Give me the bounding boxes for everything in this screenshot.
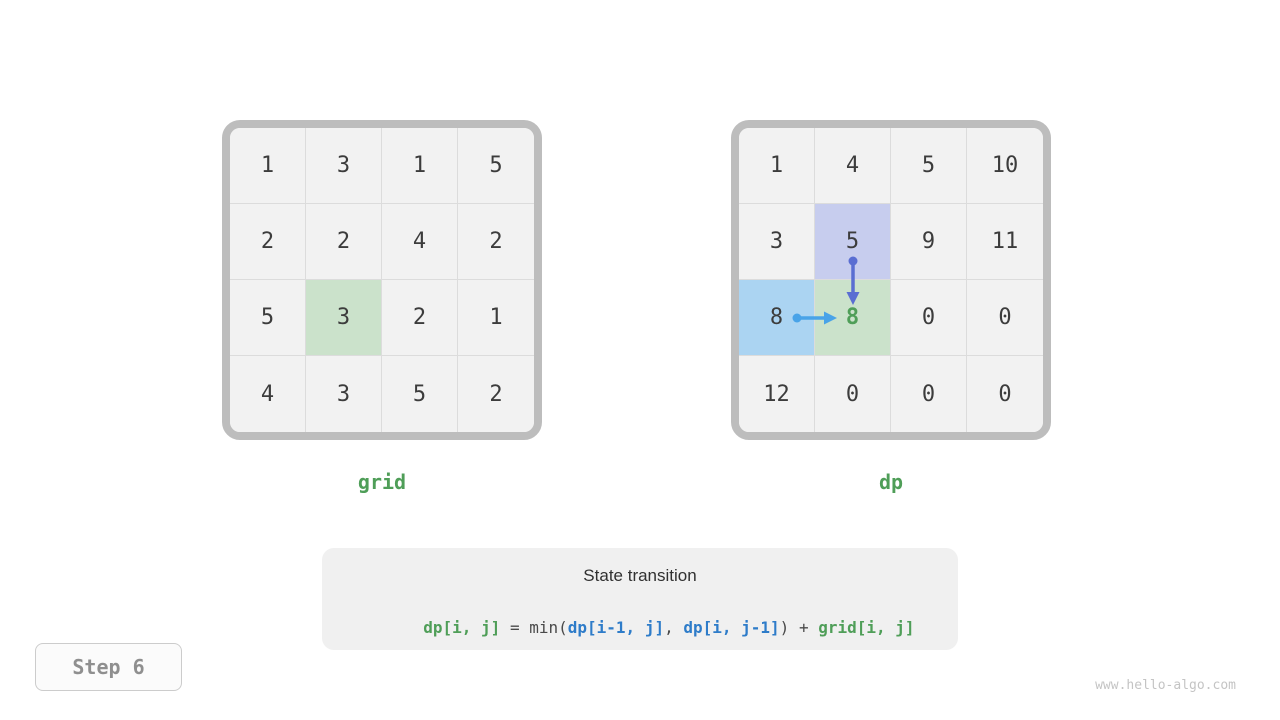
grid-cell: 1 xyxy=(458,280,534,356)
dp-cell: 0 xyxy=(967,356,1043,432)
dp-matrix: 1 4 5 10 3 5 9 11 8 8 0 0 12 0 0 0 xyxy=(731,120,1051,440)
grid-cell: 1 xyxy=(382,128,458,204)
grid-matrix-cells: 1 3 1 5 2 2 4 2 5 3 2 1 4 3 5 2 xyxy=(230,128,534,432)
state-transition-formula: dp[i, j] = min(dp[i-1, j], dp[i, j-1]) +… xyxy=(322,599,958,656)
dp-cell: 0 xyxy=(815,356,891,432)
formula-token-plus: + xyxy=(789,618,819,637)
dp-cell: 0 xyxy=(891,356,967,432)
formula-token-grid-ij: grid[i, j] xyxy=(818,618,915,637)
dp-cell: 12 xyxy=(739,356,815,432)
dp-cell-above-highlight: 5 xyxy=(815,204,891,280)
grid-cell: 2 xyxy=(230,204,306,280)
grid-cell: 5 xyxy=(458,128,534,204)
dp-matrix-label: dp xyxy=(878,470,904,494)
grid-cell: 3 xyxy=(306,356,382,432)
grid-cell: 4 xyxy=(382,204,458,280)
grid-cell: 4 xyxy=(230,356,306,432)
dp-cell: 11 xyxy=(967,204,1043,280)
state-transition-title: State transition xyxy=(583,566,697,585)
grid-cell: 5 xyxy=(230,280,306,356)
dp-cell: 4 xyxy=(815,128,891,204)
grid-cell: 2 xyxy=(382,280,458,356)
grid-matrix-label: grid xyxy=(357,470,407,494)
grid-matrix: 1 3 1 5 2 2 4 2 5 3 2 1 4 3 5 2 xyxy=(222,120,542,440)
dp-cell: 0 xyxy=(967,280,1043,356)
dp-matrix-cells: 1 4 5 10 3 5 9 11 8 8 0 0 12 0 0 0 xyxy=(739,128,1043,432)
grid-cell: 5 xyxy=(382,356,458,432)
dp-cell: 1 xyxy=(739,128,815,204)
watermark-text: www.hello-algo.com xyxy=(1095,678,1236,693)
grid-highlighted-cell: 3 xyxy=(306,280,382,356)
dp-cell: 5 xyxy=(891,128,967,204)
grid-cell: 2 xyxy=(458,356,534,432)
formula-token-close-paren: ) xyxy=(779,618,790,637)
dp-cell: 3 xyxy=(739,204,815,280)
dp-cell-left-highlight: 8 xyxy=(739,280,815,356)
formula-token-dp-up: dp[i-1, j] xyxy=(567,618,665,637)
step-badge: Step 6 xyxy=(35,643,182,691)
grid-cell: 3 xyxy=(306,128,382,204)
formula-token-min-open: min( xyxy=(529,618,568,637)
grid-cell: 2 xyxy=(306,204,382,280)
dp-cell: 10 xyxy=(967,128,1043,204)
formula-token-dp-left: dp[i, j-1] xyxy=(683,618,780,637)
dp-cell-current-highlight: 8 xyxy=(815,280,891,356)
dp-cell: 9 xyxy=(891,204,967,280)
step-badge-label: Step 6 xyxy=(72,655,145,679)
formula-token-equals: = xyxy=(500,618,530,637)
grid-cell: 2 xyxy=(458,204,534,280)
formula-token-comma: , xyxy=(664,618,684,637)
dp-cell: 0 xyxy=(891,280,967,356)
grid-cell: 1 xyxy=(230,128,306,204)
formula-token-dp-ij: dp[i, j] xyxy=(423,618,501,637)
state-transition-box: State transition dp[i, j] = min(dp[i-1, … xyxy=(322,548,958,650)
